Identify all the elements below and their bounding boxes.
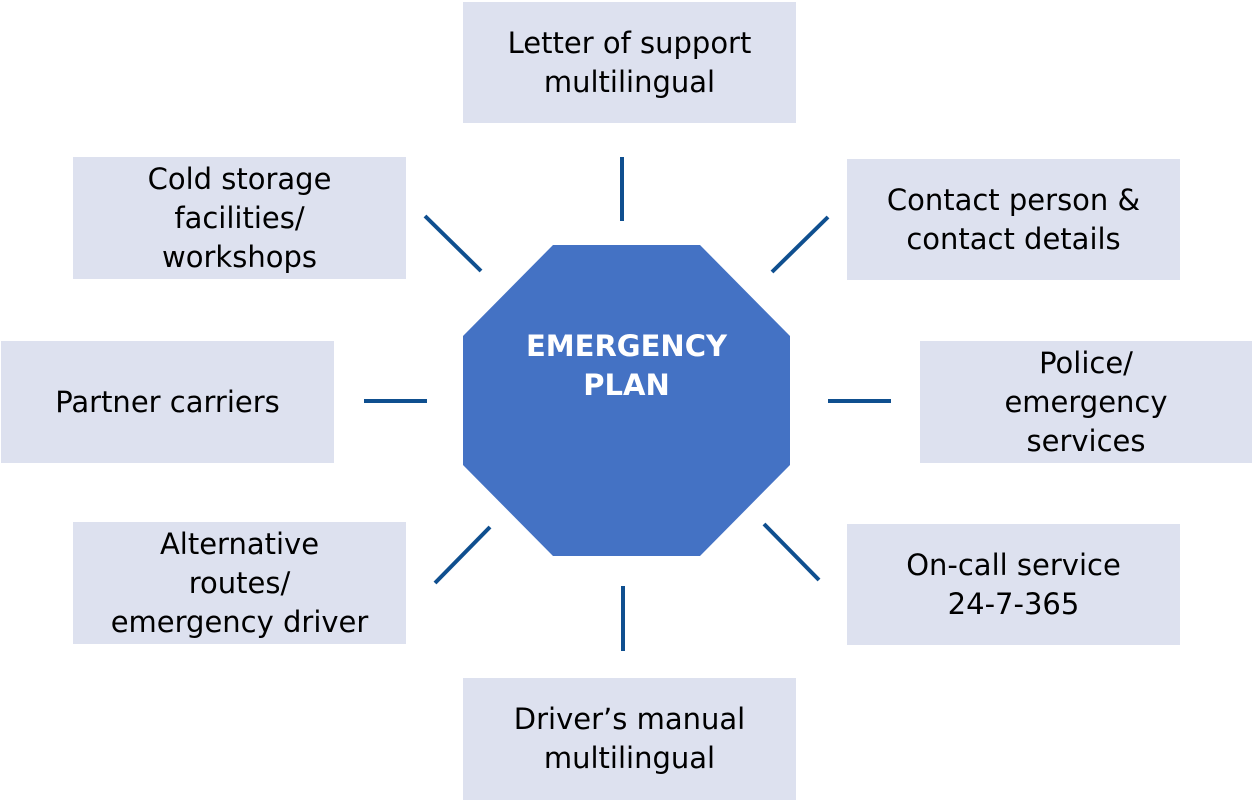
node-label: Contact person & contact details: [886, 182, 1141, 256]
node-label: Police/ emergency services: [1004, 345, 1168, 458]
node-label: Driver’s manual multilingual: [513, 702, 746, 775]
node-drivers-manual: Driver’s manual multilingual: [463, 678, 796, 800]
connector-top-left: [423, 214, 483, 273]
node-police: Police/ emergency services: [920, 341, 1252, 463]
node-cold-storage: Cold storage facilities/ workshops: [73, 157, 406, 279]
node-label: Letter of support multilingual: [507, 25, 752, 99]
connector-bottom-left: [433, 525, 492, 585]
node-label: Alternative routes/ emergency driver: [110, 526, 369, 639]
node-label: On-call service 24-7-365: [906, 547, 1121, 621]
connector-top-right: [770, 215, 830, 274]
node-label: Cold storage facilities/ workshops: [147, 161, 332, 274]
connector-bottom-right: [762, 522, 821, 582]
node-partner-carriers: Partner carriers: [1, 341, 334, 463]
node-contact-person: Contact person & contact details: [847, 159, 1180, 280]
center-octagon: [463, 245, 790, 556]
node-on-call-service: On-call service 24-7-365: [847, 524, 1180, 645]
node-letter-of-support: Letter of support multilingual: [463, 2, 796, 123]
node-alternative-routes: Alternative routes/ emergency driver: [73, 522, 406, 644]
node-label: Partner carriers: [55, 384, 280, 419]
center-label: EMERGENCY PLAN: [526, 328, 727, 402]
